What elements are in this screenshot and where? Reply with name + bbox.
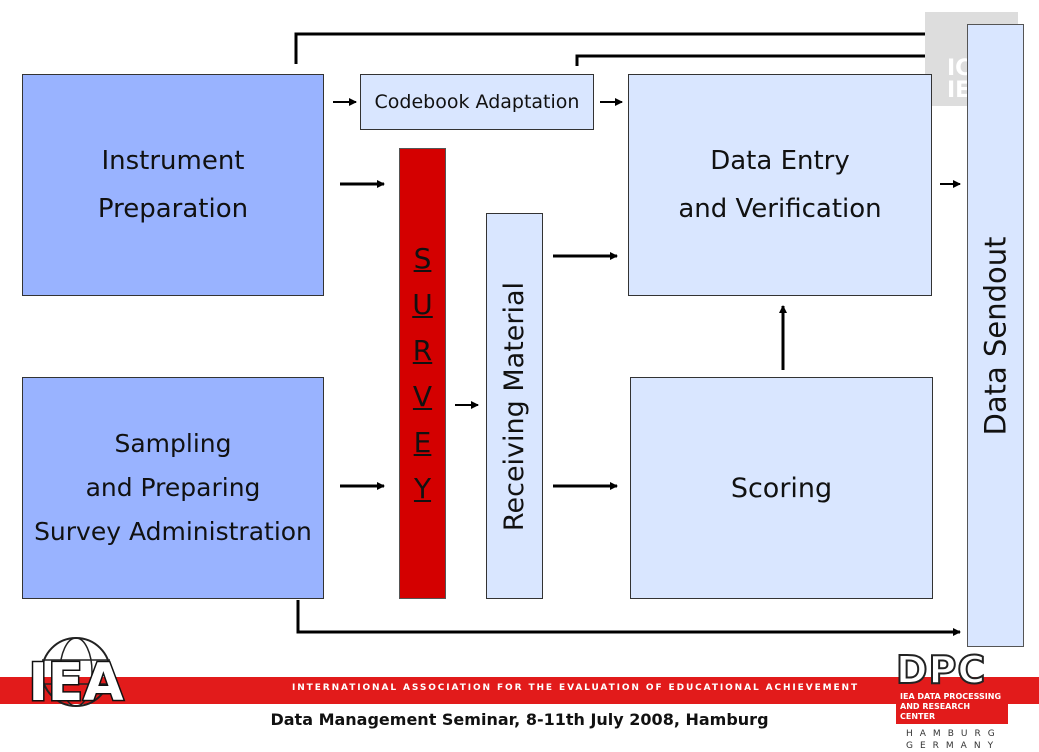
survey-box: S U R V E Y bbox=[399, 148, 446, 599]
banner-text: INTERNATIONAL ASSOCIATION FOR THE EVALUA… bbox=[292, 683, 860, 693]
instrument-preparation-label: Instrument Preparation bbox=[97, 146, 249, 224]
data-entry-box: Data Entry and Verification bbox=[628, 74, 932, 296]
data-sendout-box: Data Sendout bbox=[967, 24, 1024, 647]
sampling-label: Sampling and Preparing Survey Administra… bbox=[34, 429, 312, 546]
dpc-city: HAMBURG GERMANY bbox=[906, 729, 1002, 751]
codebook-adaptation-box: Codebook Adaptation bbox=[360, 74, 594, 130]
receiving-material-label: Receiving Material bbox=[499, 281, 530, 531]
arrow-codebook-to-sendout bbox=[575, 52, 961, 66]
arrow-instrument-to-sendout bbox=[294, 30, 961, 64]
arrow-sampling-to-sendout bbox=[296, 600, 961, 636]
scoring-box: Scoring bbox=[630, 377, 933, 599]
data-entry-label: Data Entry and Verification bbox=[678, 146, 882, 224]
association-banner: INTERNATIONAL ASSOCIATION FOR THE EVALUA… bbox=[0, 677, 1039, 704]
codebook-adaptation-label: Codebook Adaptation bbox=[374, 91, 580, 113]
dpc-logo: DPC IEA DATA PROCESSING AND RESEARCH CEN… bbox=[895, 648, 1008, 752]
iea-logo-text: IEA bbox=[28, 653, 123, 712]
survey-label: S U R V E Y bbox=[412, 241, 433, 505]
instrument-preparation-box: Instrument Preparation bbox=[22, 74, 324, 296]
receiving-material-box: Receiving Material bbox=[486, 213, 543, 599]
dpc-logo-letters: DPC bbox=[895, 648, 987, 692]
iea-logo: IEA bbox=[27, 637, 125, 712]
corner-logo-letters: IC IE bbox=[947, 56, 972, 103]
seminar-footer: Data Management Seminar, 8-11th July 200… bbox=[270, 710, 769, 729]
data-sendout-label: Data Sendout bbox=[978, 236, 1013, 435]
scoring-label: Scoring bbox=[730, 472, 833, 504]
sampling-box: Sampling and Preparing Survey Administra… bbox=[22, 377, 324, 599]
dpc-subtitle: IEA DATA PROCESSING AND RESEARCH CENTER bbox=[896, 690, 1008, 724]
